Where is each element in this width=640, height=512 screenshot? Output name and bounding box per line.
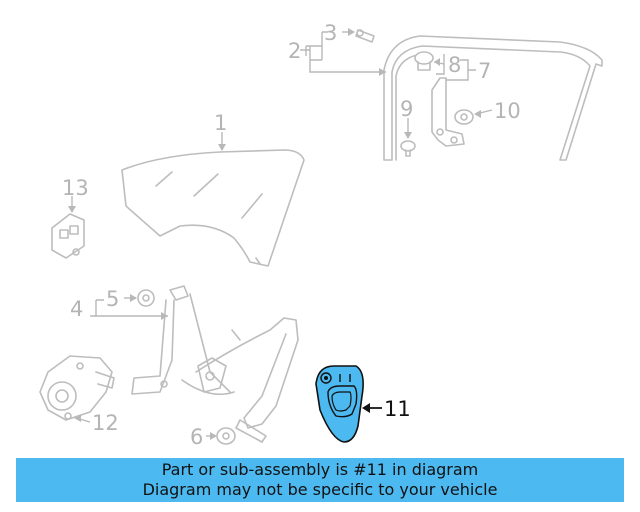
banner-line-2: Diagram may not be specific to your vehi… (142, 480, 498, 499)
leader-arrows (68, 28, 481, 440)
callout-4: 4 (70, 297, 83, 321)
callout-3: 3 (324, 21, 337, 45)
callout-1: 1 (214, 111, 227, 135)
clip-part-8 (414, 51, 434, 71)
screw-part-3 (355, 29, 375, 43)
callout-10: 10 (494, 99, 521, 123)
callout-8: 8 (448, 53, 461, 77)
banner-line-1: Part or sub-assembly is #11 in diagram (161, 460, 479, 479)
regulator-part-4 (131, 285, 299, 443)
leader-lines (71, 31, 493, 437)
switch-part-13 (51, 213, 85, 259)
callout-12: 12 (92, 411, 119, 435)
callout-6: 6 (190, 425, 203, 449)
bracket-part-7 (431, 77, 465, 147)
arrow-head-11 (362, 403, 370, 413)
window-glass-part-1 (121, 149, 305, 267)
bolt-part-9 (400, 140, 416, 157)
callout-11: 11 (384, 397, 411, 421)
callout-5: 5 (106, 287, 119, 311)
nut-part-5 (137, 289, 155, 307)
parts-diagram: 2 3 1 13 8 7 9 10 4 5 6 12 11 (39, 21, 603, 449)
callout-9: 9 (400, 97, 413, 121)
highlighted-part-11 (315, 365, 364, 443)
callout-13: 13 (62, 176, 89, 200)
motor-part-12 (39, 355, 115, 421)
nut-part-10 (454, 109, 474, 125)
callout-7: 7 (478, 59, 491, 83)
info-banner: Part or sub-assembly is #11 in diagram D… (16, 458, 624, 502)
nut-part-6 (216, 427, 236, 445)
callout-2: 2 (288, 39, 301, 63)
